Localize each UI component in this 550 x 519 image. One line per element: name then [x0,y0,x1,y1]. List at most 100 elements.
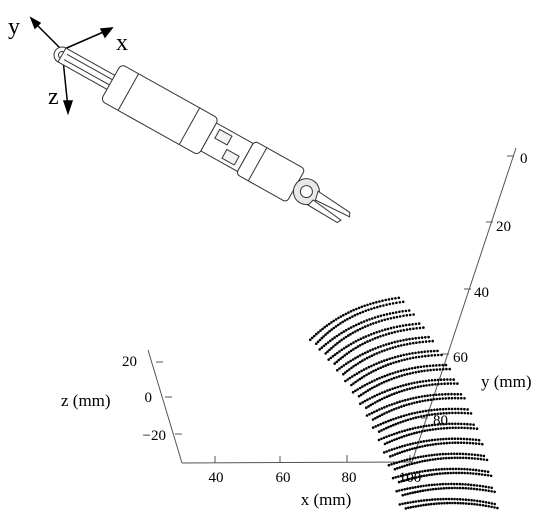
workspace-point [447,497,451,501]
workspace-point [427,424,431,427]
workspace-point [363,399,367,403]
workspace-point [385,395,389,399]
workspace-point [468,438,472,441]
workspace-point [346,378,350,381]
workspace-point [415,476,418,479]
workspace-point [414,356,418,359]
workspace-point [416,485,420,489]
workspace-point [318,348,322,351]
workspace-point [420,336,424,339]
workspace-point [362,392,365,395]
workspace-point [400,430,404,433]
workspace-point [430,483,434,487]
workspace-point [435,397,439,401]
z-axis-line [147,349,183,464]
workspace-point [378,376,381,380]
workspace-point [341,355,345,359]
workspace-point [410,462,414,466]
workspace-point [347,311,350,314]
workspace-point [368,339,372,342]
workspace-point [476,503,479,506]
workspace-point [479,454,483,457]
workspace-point [365,406,368,410]
workspace-point [434,427,437,431]
workspace-point [418,340,421,344]
workspace-point [364,390,367,394]
workspace-point [420,369,423,373]
workspace-point [376,415,379,419]
workspace-point [393,438,396,442]
workspace-point [357,306,361,310]
workspace-point [416,490,420,494]
workspace-point [470,453,474,456]
workspace-point [411,371,415,375]
workspace-point [419,365,423,369]
workspace-point [424,336,427,339]
workspace-point [392,326,396,329]
workspace-point [401,399,404,403]
workspace-point [339,357,342,360]
workspace-point [378,351,381,354]
workspace-point [400,450,404,454]
workspace-point [386,317,390,321]
workspace-point [424,399,427,402]
workspace-point [413,381,416,385]
workspace-point [459,393,463,396]
workspace-point [447,486,451,490]
workspace-point [339,322,342,325]
workspace-point [408,372,412,375]
workspace-point [414,336,418,340]
workspace-point [402,434,406,438]
workspace-point [410,477,413,480]
workspace-point [483,473,487,477]
workspace-point [388,404,391,407]
workspace-point [461,456,465,460]
y-axis-label: y (mm) [481,372,532,391]
workspace-point [363,358,367,361]
workspace-point [405,478,408,482]
workspace-point [475,487,479,491]
workspace-point [439,423,442,426]
workspace-point [472,472,475,475]
workspace-point [397,416,400,419]
workspace-point [351,358,355,361]
workspace-point [385,450,389,453]
workspace-point [445,426,449,430]
workspace-point [357,394,361,398]
workspace-point [405,314,409,317]
workspace-point [362,375,366,378]
workspace-point [340,331,343,335]
workspace-point [407,309,411,312]
workspace-point [404,507,408,510]
workspace-point [412,327,415,331]
workspace-point [405,353,408,356]
workspace-point [437,442,440,446]
workspace-point [481,500,485,504]
workspace-point [428,458,432,462]
workspace-point [415,431,419,434]
workspace-point [481,485,485,488]
workspace-point [411,352,414,355]
workspace-point [473,502,476,506]
workspace-point [421,410,425,413]
workspace-point [373,394,377,398]
workspace-point [465,437,469,441]
workspace-point [470,498,473,502]
workspace-point [392,316,396,319]
workspace-point [387,419,390,423]
workspace-point [399,415,403,418]
workspace-point [454,411,457,415]
workspace-point [332,326,336,330]
workspace-point [472,468,475,472]
workspace-point [358,377,362,381]
workspace-point [431,443,435,446]
workspace-point [327,322,331,326]
workspace-point [393,453,397,456]
workspace-point [361,385,364,388]
workspace-point [370,354,374,358]
workspace-point [380,319,384,322]
workspace-point [362,368,366,371]
coupling-detail [214,128,233,146]
workspace-point [427,379,431,382]
workspace-point [442,497,445,501]
